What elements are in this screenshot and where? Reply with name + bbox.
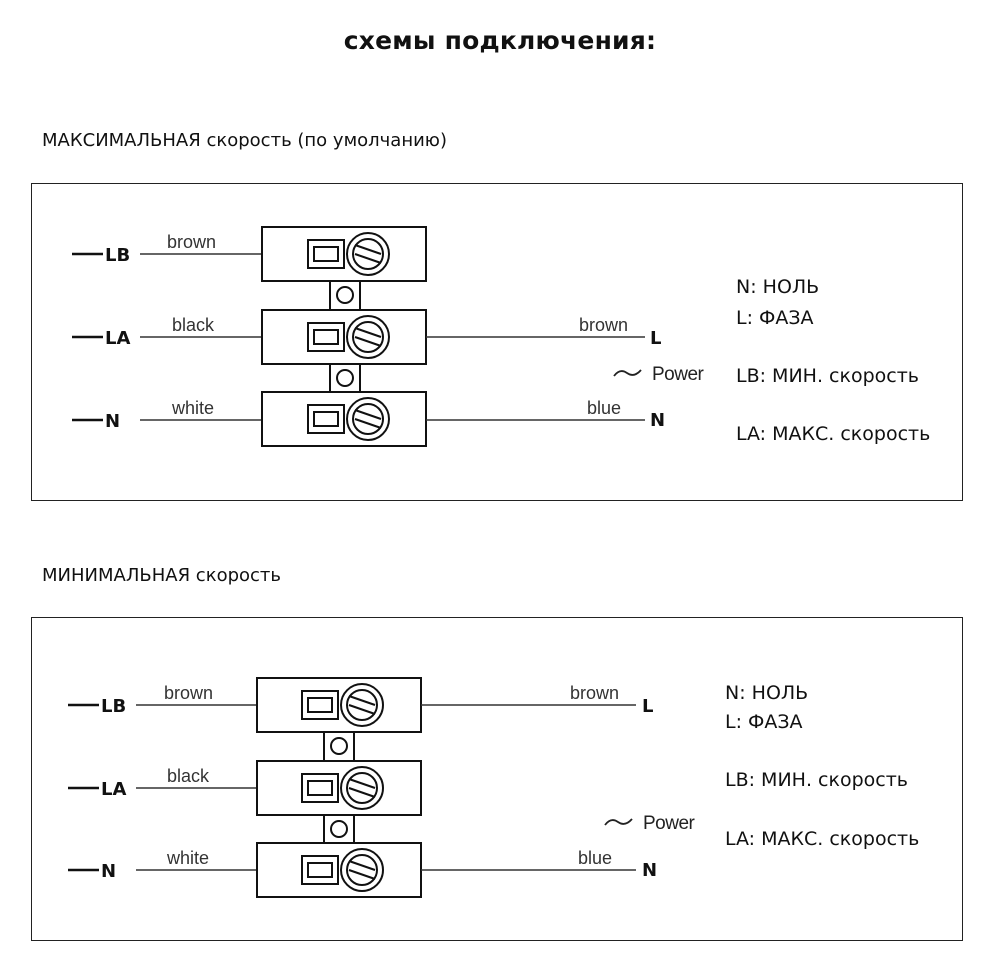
terminal-label-lb: LB: [105, 245, 130, 266]
wire-label-black: black: [167, 766, 210, 786]
diagram-frame-max-speed: [31, 183, 963, 501]
ac-tilde-icon: [613, 369, 642, 377]
terminal-label-n-right: N: [650, 410, 665, 431]
terminal-block-bridge-1: [329, 281, 361, 310]
screw-2-slot: [348, 778, 376, 798]
mounting-hole-2: [330, 820, 348, 838]
right-wire-label-brown: brown: [570, 683, 619, 703]
mounting-hole-1: [330, 737, 348, 755]
wire-label-brown: brown: [167, 232, 216, 252]
wire-label-white: white: [166, 848, 209, 868]
terminal-label-n: N: [105, 411, 120, 432]
right-wire-label-brown: brown: [579, 315, 628, 335]
legend-item-l: L: ФАЗА: [725, 711, 803, 733]
wire-slot-2-inner: [313, 329, 339, 345]
mounting-hole-1: [336, 286, 354, 304]
terminal-label-l: L: [642, 696, 653, 717]
screw-1-slot: [354, 244, 382, 264]
wire-slot-3-inner: [307, 862, 333, 878]
screw-1-slot: [348, 695, 376, 715]
right-wire-label-blue: blue: [587, 398, 621, 418]
terminal-label-n: N: [101, 861, 116, 882]
right-wire-label-blue: blue: [578, 848, 612, 868]
wire-slot-3-inner: [313, 411, 339, 427]
wire-slot-1-inner: [313, 246, 339, 262]
legend-min-speed: N: НОЛЬ L: ФАЗА LB: МИН. скорость LA: МА…: [725, 0, 975, 963]
wiring-diagram-max-speed: LB LA N brown black white: [72, 226, 705, 447]
mounting-hole-2: [336, 369, 354, 387]
terminal-block-bridge-1: [323, 732, 355, 761]
terminal-block: [261, 226, 427, 447]
terminal-label-la: LA: [105, 328, 130, 349]
wire-label-white: white: [171, 398, 214, 418]
screw-3-slot: [354, 409, 382, 429]
screw-2-slot: [354, 327, 382, 347]
terminal-block-bridge-2: [323, 815, 355, 843]
legend-item-la: LA: МАКС. скорость: [736, 423, 931, 445]
terminal-label-lb: LB: [101, 696, 126, 717]
section-title-min-speed: МИНИМАЛЬНАЯ скорость: [42, 565, 282, 586]
power-label: Power: [652, 364, 705, 385]
terminal-block-bridge-2: [329, 364, 361, 392]
legend-item-n: N: НОЛЬ: [736, 276, 820, 298]
wire-label-brown: brown: [164, 683, 213, 703]
legend-item-lb: LB: МИН. скорость: [736, 365, 919, 387]
terminal-block: [256, 677, 422, 898]
ac-tilde-icon: [604, 818, 633, 826]
legend-item-la: LA: МАКС. скорость: [725, 828, 920, 850]
page-title: схемы подключения:: [343, 26, 657, 55]
wire-slot-1-inner: [307, 697, 333, 713]
legend-item-n: N: НОЛЬ: [725, 682, 809, 704]
power-label: Power: [643, 813, 696, 834]
section-title-max-speed: МАКСИМАЛЬНАЯ скорость (по умолчанию): [42, 130, 447, 151]
legend-item-l: L: ФАЗА: [736, 307, 814, 329]
legend-item-lb: LB: МИН. скорость: [725, 769, 908, 791]
wiring-diagram-min-speed: LB LA N brown black white: [68, 677, 696, 898]
wire-slot-2-inner: [307, 780, 333, 796]
wire-label-black: black: [172, 315, 215, 335]
terminal-label-l: L: [650, 328, 661, 349]
legend-max-speed: N: НОЛЬ L: ФАЗА LB: МИН. скорость LA: МА…: [736, 0, 986, 963]
screw-3-slot: [348, 860, 376, 880]
terminal-label-la: LA: [101, 779, 126, 800]
terminal-label-n-right: N: [642, 860, 657, 881]
diagram-frame-min-speed: [31, 617, 963, 941]
